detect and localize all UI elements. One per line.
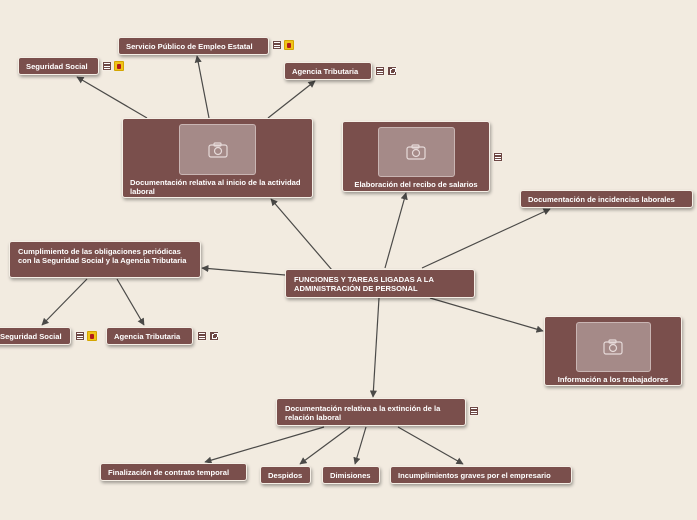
note-icon[interactable] (272, 40, 282, 50)
node-seg-social-left[interactable]: Seguridad Social (0, 327, 71, 345)
node-extincion-label: Documentación relativa a la extinción de… (285, 404, 441, 422)
node-recibo-label: Elaboración del recibo de salarios (354, 180, 478, 189)
node-informacion-label: Información a los trabajadores (557, 375, 669, 384)
edge-central-doc-inicio (270, 198, 333, 271)
flag-icon[interactable] (284, 40, 294, 50)
node-seg-social-top[interactable]: Seguridad Social (18, 57, 99, 75)
edge-central-incidencias (421, 208, 551, 269)
note-icon[interactable] (102, 61, 112, 71)
link-icon[interactable] (387, 66, 397, 76)
flag-icon[interactable] (87, 331, 97, 341)
node-sepe-icons (272, 40, 294, 50)
node-incidencias[interactable]: Documentación de incidencias laborales (520, 190, 693, 208)
node-finalizacion-label: Finalización de contrato temporal (108, 467, 230, 477)
flag-icon[interactable] (114, 61, 124, 71)
node-doc-inicio-label: Documentación relativa al inicio de la a… (130, 178, 301, 196)
edge-inicio-agencia (267, 80, 316, 119)
node-incumplimientos-label: Incumplimientos graves por el empresario (398, 470, 551, 480)
node-doc-inicio[interactable]: Documentación relativa al inicio de la a… (122, 118, 313, 198)
node-cumplimiento[interactable]: Cumplimiento de las obligaciones periódi… (9, 241, 201, 278)
note-icon[interactable] (75, 331, 85, 341)
node-dimisiones-label: Dimisiones (330, 470, 371, 480)
node-agencia-top[interactable]: Agencia Tributaria (284, 62, 372, 80)
node-seg-social-left-label: Seguridad Social (0, 331, 62, 341)
node-recibo[interactable]: Elaboración del recibo de salarios (342, 121, 490, 192)
edge-inicio-sepe (194, 55, 210, 119)
note-icon[interactable] (197, 331, 207, 341)
node-agencia-left-icons (197, 331, 219, 341)
central-node-label: FUNCIONES Y TAREAS LIGADAS A LA ADMINIST… (294, 275, 434, 293)
camera-icon (575, 322, 651, 372)
edge-extincion-dimisiones (353, 426, 367, 465)
node-incidencias-label: Documentación de incidencias laborales (528, 194, 675, 204)
node-informacion[interactable]: Información a los trabajadores (544, 316, 682, 386)
edge-cumplimiento-agencia (116, 278, 145, 326)
node-seg-social-left-icons (75, 331, 97, 341)
link-icon[interactable] (209, 331, 219, 341)
node-extincion-icons (469, 406, 479, 416)
edge-central-informacion (429, 297, 544, 333)
edge-extincion-despidos (299, 426, 351, 465)
note-icon[interactable] (375, 66, 385, 76)
node-recibo-icons (493, 152, 503, 162)
node-despidos[interactable]: Despidos (260, 466, 311, 484)
note-icon[interactable] (469, 406, 479, 416)
edge-central-recibo (384, 192, 408, 269)
edge-central-extincion (369, 297, 380, 398)
camera-icon (179, 124, 256, 175)
node-despidos-label: Despidos (268, 470, 303, 480)
node-finalizacion[interactable]: Finalización de contrato temporal (100, 463, 247, 481)
node-agencia-left-label: Agencia Tributaria (114, 331, 181, 341)
edge-cumplimiento-seg-social (41, 278, 88, 326)
node-agencia-left[interactable]: Agencia Tributaria (106, 327, 193, 345)
edge-extincion-finalizacion (204, 426, 325, 464)
node-agencia-top-icons (375, 66, 397, 76)
central-node[interactable]: FUNCIONES Y TAREAS LIGADAS A LA ADMINIST… (285, 269, 475, 298)
node-incumplimientos[interactable]: Incumplimientos graves por el empresario (390, 466, 572, 484)
node-sepe[interactable]: Servicio Público de Empleo Estatal (118, 37, 269, 55)
node-dimisiones[interactable]: Dimisiones (322, 466, 380, 484)
node-seg-social-top-icons (102, 61, 124, 71)
edge-extincion-incumplimientos (397, 426, 464, 465)
node-agencia-top-label: Agencia Tributaria (292, 66, 359, 76)
camera-icon (377, 127, 455, 177)
edge-central-cumplimiento (201, 264, 286, 276)
node-seg-social-top-label: Seguridad Social (26, 61, 88, 71)
node-extincion[interactable]: Documentación relativa a la extinción de… (276, 398, 466, 426)
note-icon[interactable] (493, 152, 503, 162)
edge-inicio-seg-social (76, 76, 148, 119)
node-cumplimiento-label: Cumplimiento de las obligaciones periódi… (18, 247, 187, 265)
node-sepe-label: Servicio Público de Empleo Estatal (126, 41, 253, 51)
